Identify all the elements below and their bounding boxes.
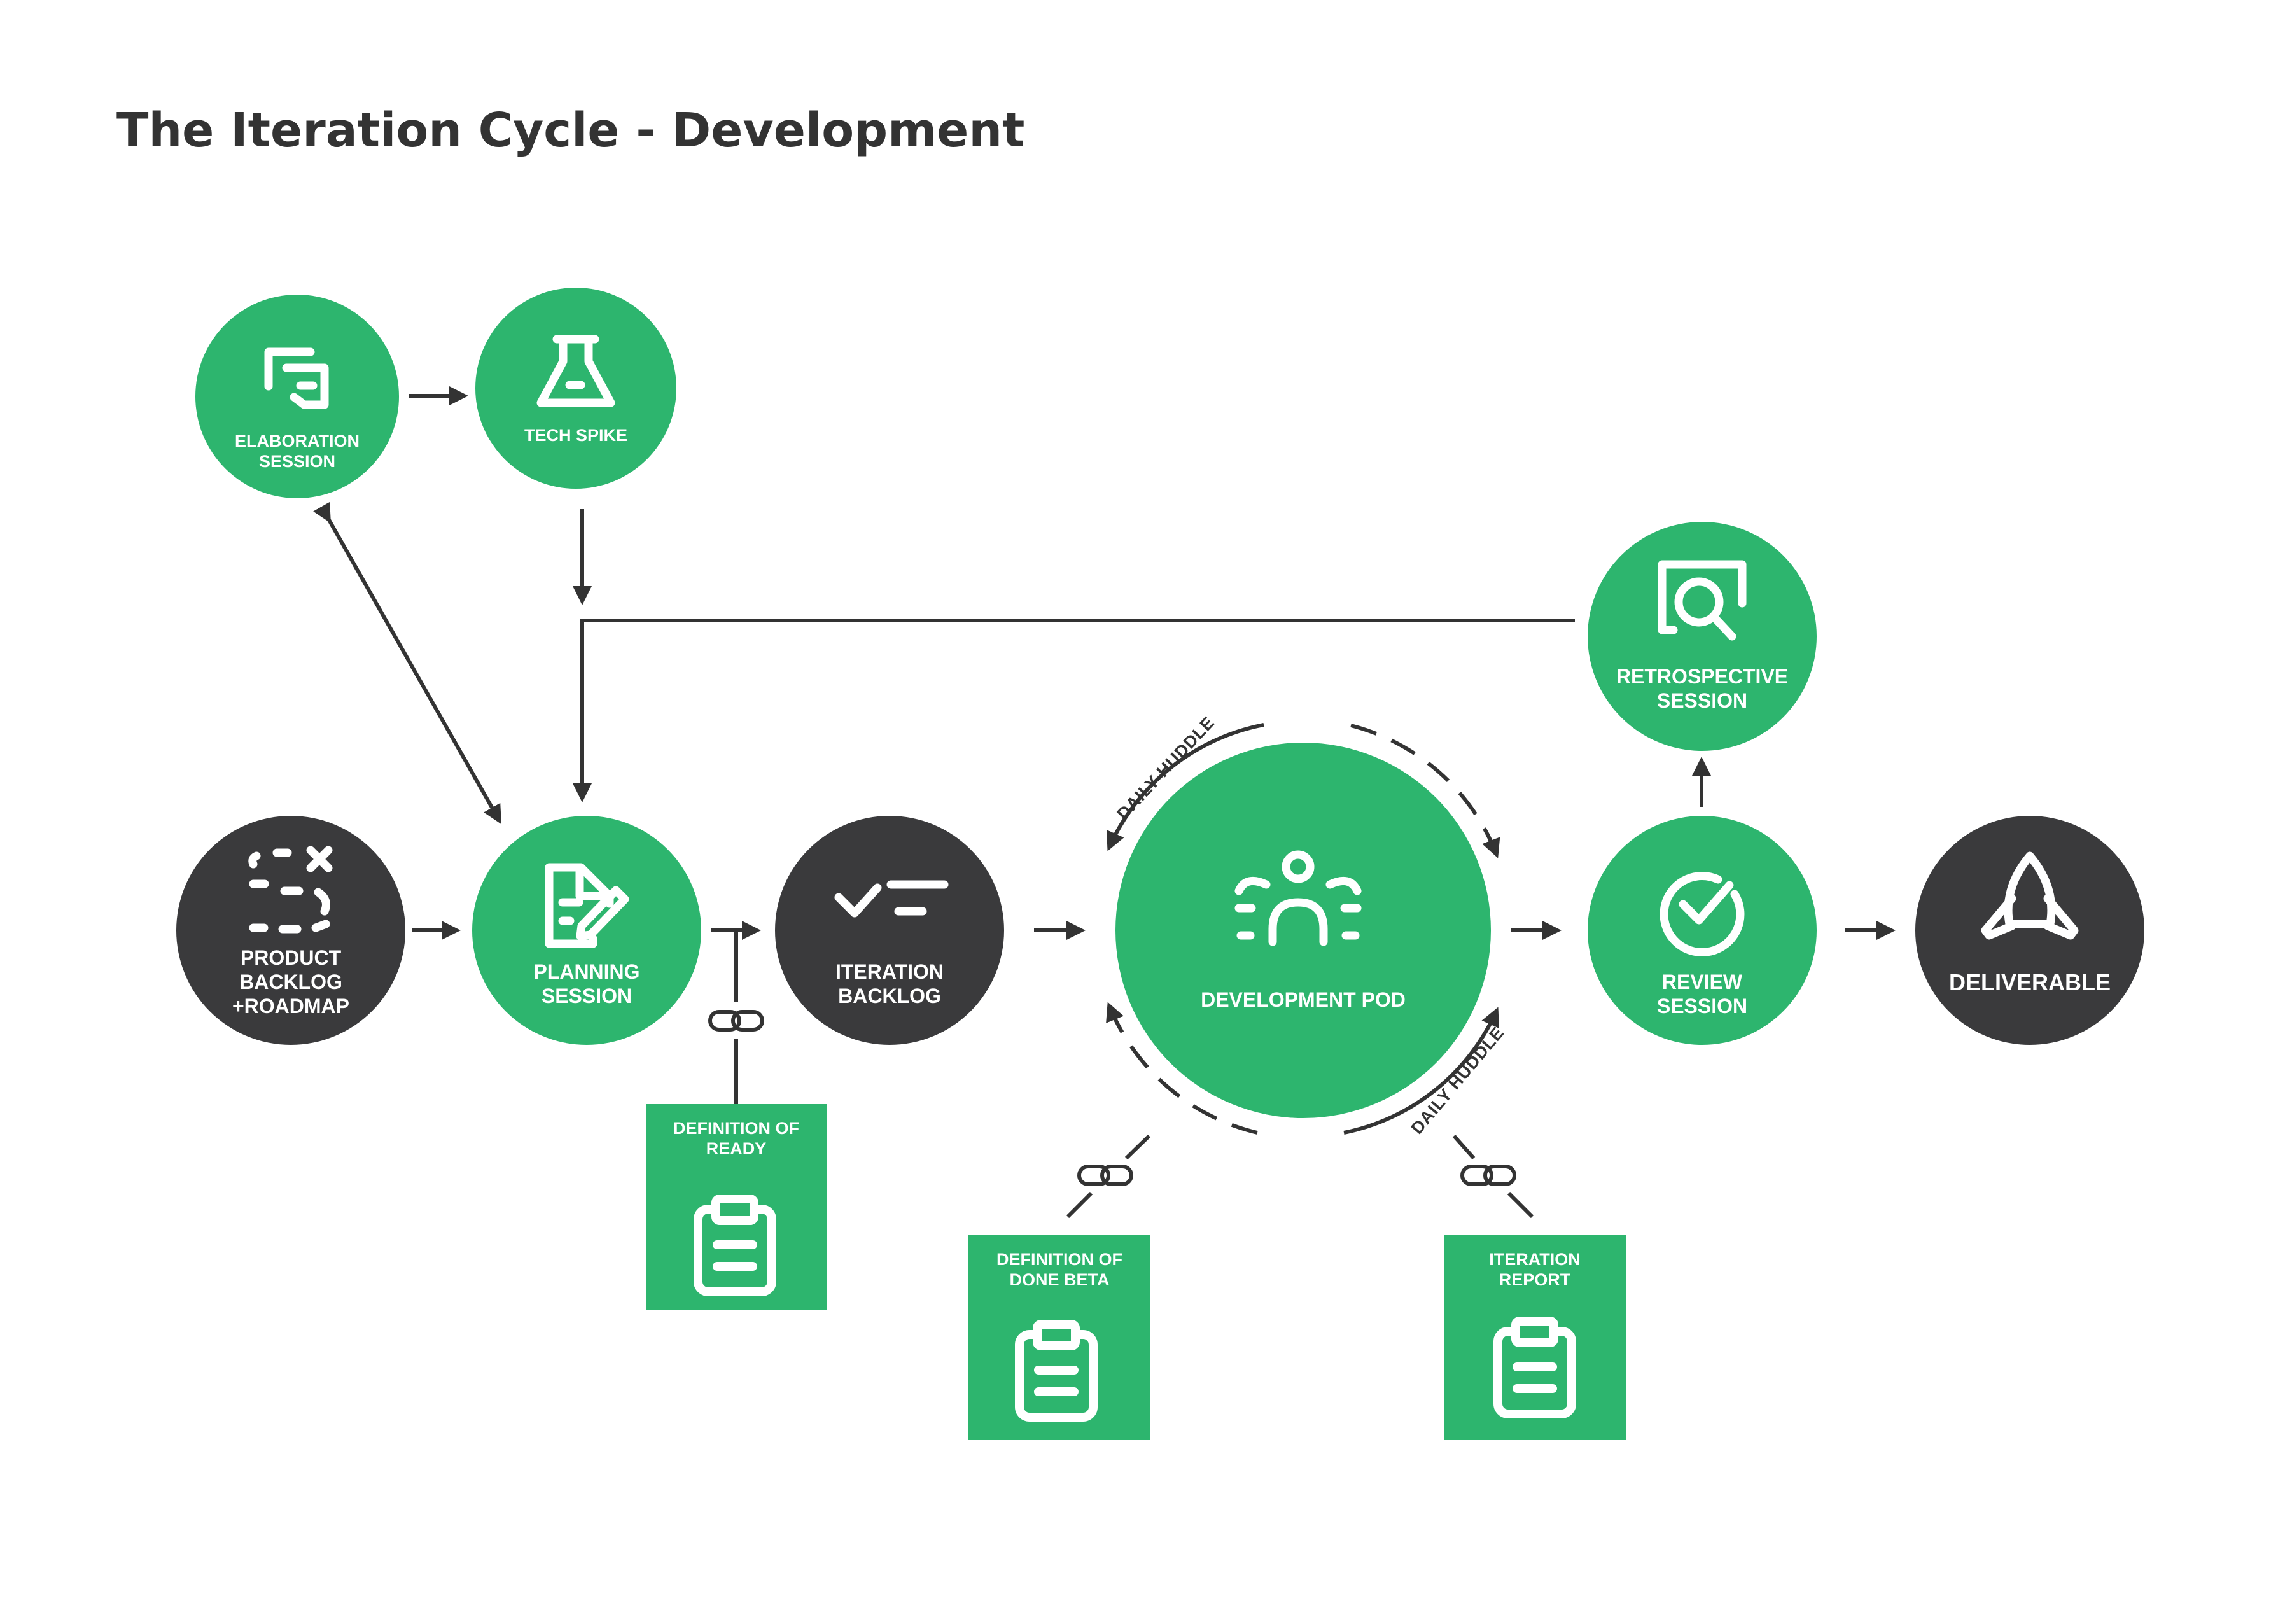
node-circle <box>472 816 701 1045</box>
doc-label-line1: ITERATION <box>1489 1250 1581 1269</box>
node-label-line2: BACKLOG <box>239 970 342 993</box>
node-label: TECH SPIKE <box>524 426 627 445</box>
link-line-done-bottom <box>1066 1191 1093 1219</box>
doc-label-line2: READY <box>706 1139 767 1158</box>
doc-definition-of-done[interactable]: DEFINITION OF DONE BETA <box>968 1235 1150 1440</box>
huddle-arc-bottom <box>1343 1007 1499 1135</box>
link-line-report-bottom <box>1507 1191 1534 1219</box>
node-label-line2: SESSION <box>259 452 335 471</box>
team-icon <box>1234 850 1362 946</box>
page-title: The Iteration Cycle - Development <box>116 103 1024 158</box>
node-label-line2: BACKLOG <box>838 984 941 1007</box>
rocket-icon <box>1981 851 2079 940</box>
node-label-line3: +ROADMAP <box>232 995 349 1018</box>
magnifier-frame-icon <box>1658 560 1747 641</box>
node-deliverable[interactable]: DELIVERABLE <box>1915 816 2144 1045</box>
link-icon <box>1079 1166 1131 1184</box>
chat-bubbles-icon <box>264 347 329 409</box>
link-line-done-top <box>1124 1134 1151 1160</box>
checklist-icon <box>834 880 949 918</box>
node-iteration-backlog[interactable]: ITERATION BACKLOG <box>775 816 1004 1045</box>
check-circle-icon <box>1660 872 1745 956</box>
node-label-line1: PLANNING <box>533 960 639 983</box>
arrow-planning-elaboration <box>313 501 501 825</box>
node-elaboration-session[interactable]: ELABORATION SESSION <box>195 295 399 498</box>
node-label-line1: PRODUCT <box>241 946 342 969</box>
node-review-session[interactable]: REVIEW SESSION <box>1588 816 1817 1045</box>
doc-label-line2: DONE BETA <box>1009 1270 1109 1289</box>
node-label: DEVELOPMENT POD <box>1201 988 1406 1011</box>
doc-definition-of-ready[interactable]: DEFINITION OF READY <box>646 1104 827 1310</box>
treasure-map-icon <box>248 846 333 934</box>
node-label: DELIVERABLE <box>1949 969 2111 995</box>
node-development-pod[interactable]: DEVELOPMENT POD <box>1115 743 1491 1118</box>
node-label-line1: ELABORATION <box>235 431 360 451</box>
link-line-report-top <box>1452 1135 1476 1159</box>
node-label-line1: REVIEW <box>1662 970 1743 993</box>
doc-iteration-report[interactable]: ITERATION REPORT <box>1444 1235 1626 1440</box>
node-circle <box>1588 816 1817 1045</box>
link-icon <box>710 1012 762 1030</box>
huddle-arc-top <box>1107 723 1264 851</box>
node-label-line2: SESSION <box>542 984 632 1007</box>
arrow-retrospective-to-planning <box>573 619 1575 802</box>
flask-icon <box>536 335 615 407</box>
node-label-line1: ITERATION <box>835 960 944 983</box>
document-pen-icon <box>545 863 629 948</box>
connectors <box>313 386 1896 1219</box>
node-label-line1: RETROSPECTIVE <box>1616 665 1788 688</box>
node-label-line2: SESSION <box>1657 995 1747 1018</box>
huddle-arc-top-dashed <box>1350 724 1500 858</box>
node-circle <box>1115 743 1491 1118</box>
node-tech-spike[interactable]: TECH SPIKE <box>475 288 676 489</box>
node-label-line2: SESSION <box>1657 689 1747 712</box>
node-retrospective-session[interactable]: RETROSPECTIVE SESSION <box>1588 522 1817 751</box>
node-circle <box>1915 816 2144 1045</box>
doc-label-line2: REPORT <box>1499 1270 1571 1289</box>
doc-label-line1: DEFINITION OF <box>673 1119 799 1138</box>
node-planning-session[interactable]: PLANNING SESSION <box>472 816 701 1045</box>
doc-label-line1: DEFINITION OF <box>996 1250 1122 1269</box>
huddle-arc-bottom-dashed <box>1106 1002 1258 1135</box>
node-circle <box>1588 522 1817 751</box>
node-circle <box>775 816 1004 1045</box>
node-product-backlog[interactable]: PRODUCT BACKLOG +ROADMAP <box>176 816 405 1045</box>
link-icon <box>1462 1166 1514 1184</box>
